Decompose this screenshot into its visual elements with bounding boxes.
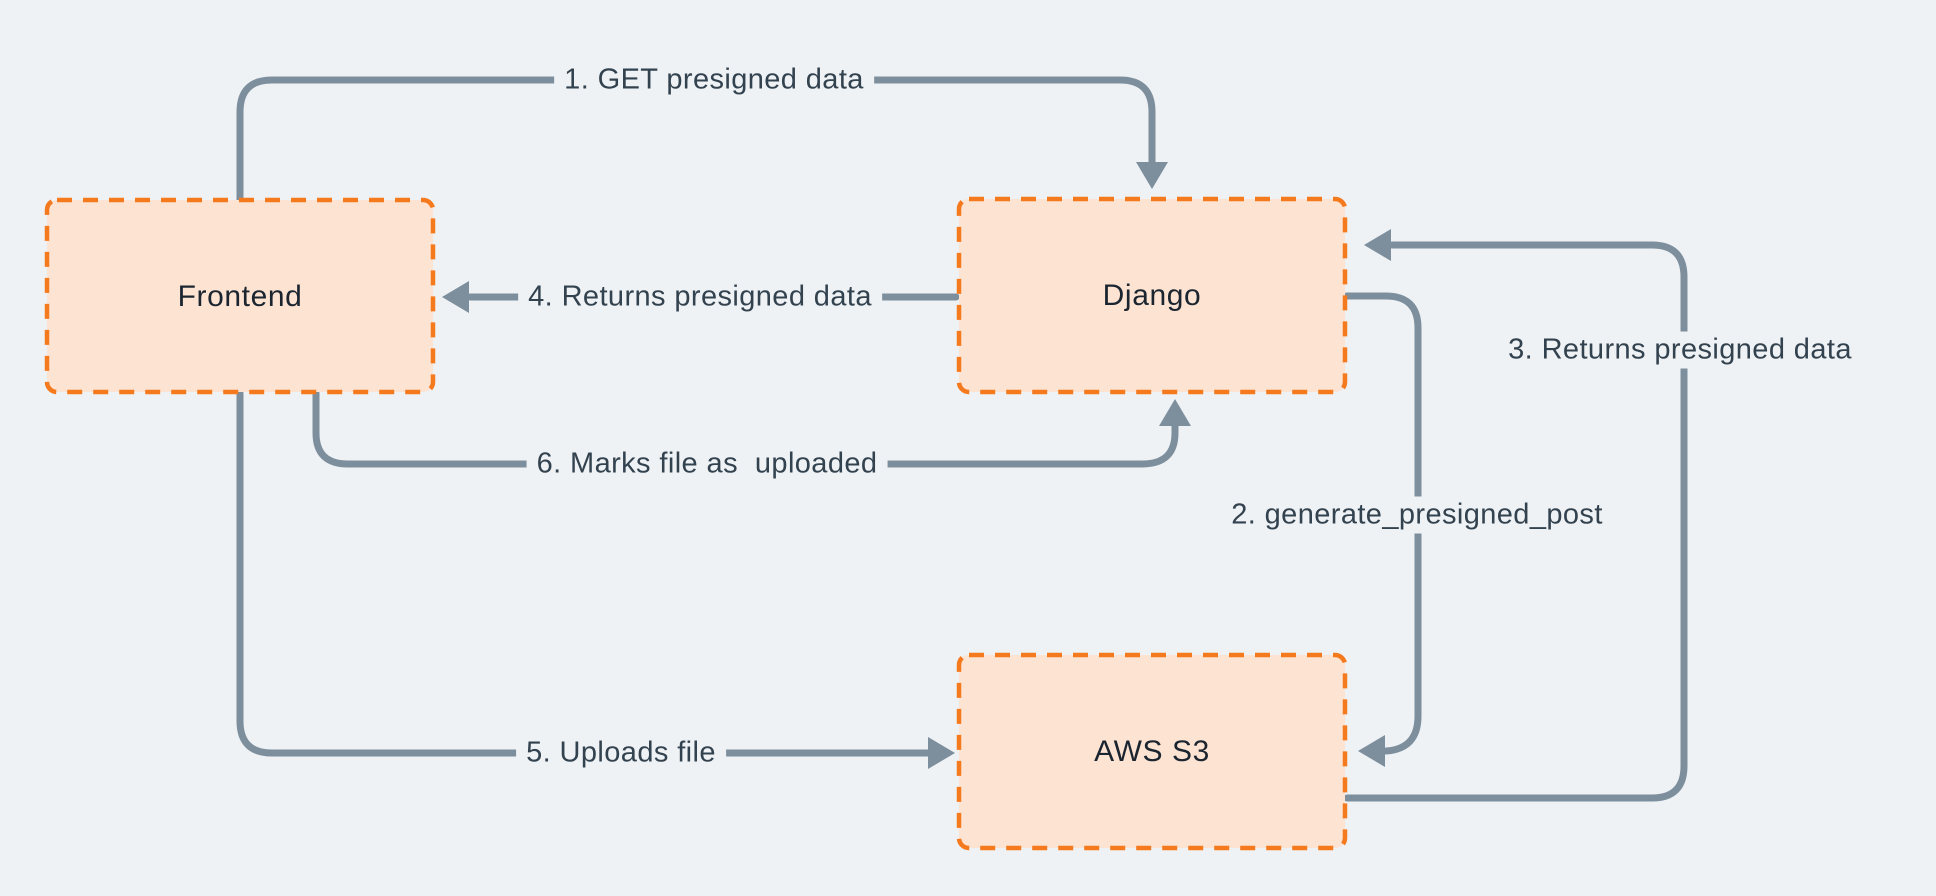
arrow-left-icon — [1364, 229, 1391, 261]
edge-3-label: 3. Returns presigned data — [1498, 331, 1862, 369]
node-aws-s3-label: AWS S3 — [1094, 735, 1210, 768]
edge-2-path — [1343, 292, 1422, 755]
edge-6-label: 6. Marks file as uploaded — [526, 445, 888, 483]
edge-3-path — [1343, 241, 1688, 802]
edge-4-label: 4. Returns presigned data — [518, 278, 882, 316]
node-frontend-label: Frontend — [177, 280, 303, 313]
node-aws-s3-box — [956, 652, 1348, 851]
edge-5-path — [236, 389, 932, 757]
arrow-left-icon — [442, 281, 469, 313]
node-django-label: Django — [1102, 279, 1202, 312]
node-frontend-box — [44, 197, 436, 395]
arrow-right-icon — [928, 737, 955, 769]
edge-5-label: 5. Uploads file — [516, 734, 726, 772]
arrow-left-icon — [1358, 735, 1385, 767]
node-django-box — [956, 196, 1348, 395]
arrow-up-icon — [1159, 399, 1191, 426]
edge-2-label: 2. generate_presigned_post — [1221, 496, 1613, 534]
edge-1-label: 1. GET presigned data — [554, 61, 874, 99]
arrow-down-icon — [1136, 162, 1168, 189]
